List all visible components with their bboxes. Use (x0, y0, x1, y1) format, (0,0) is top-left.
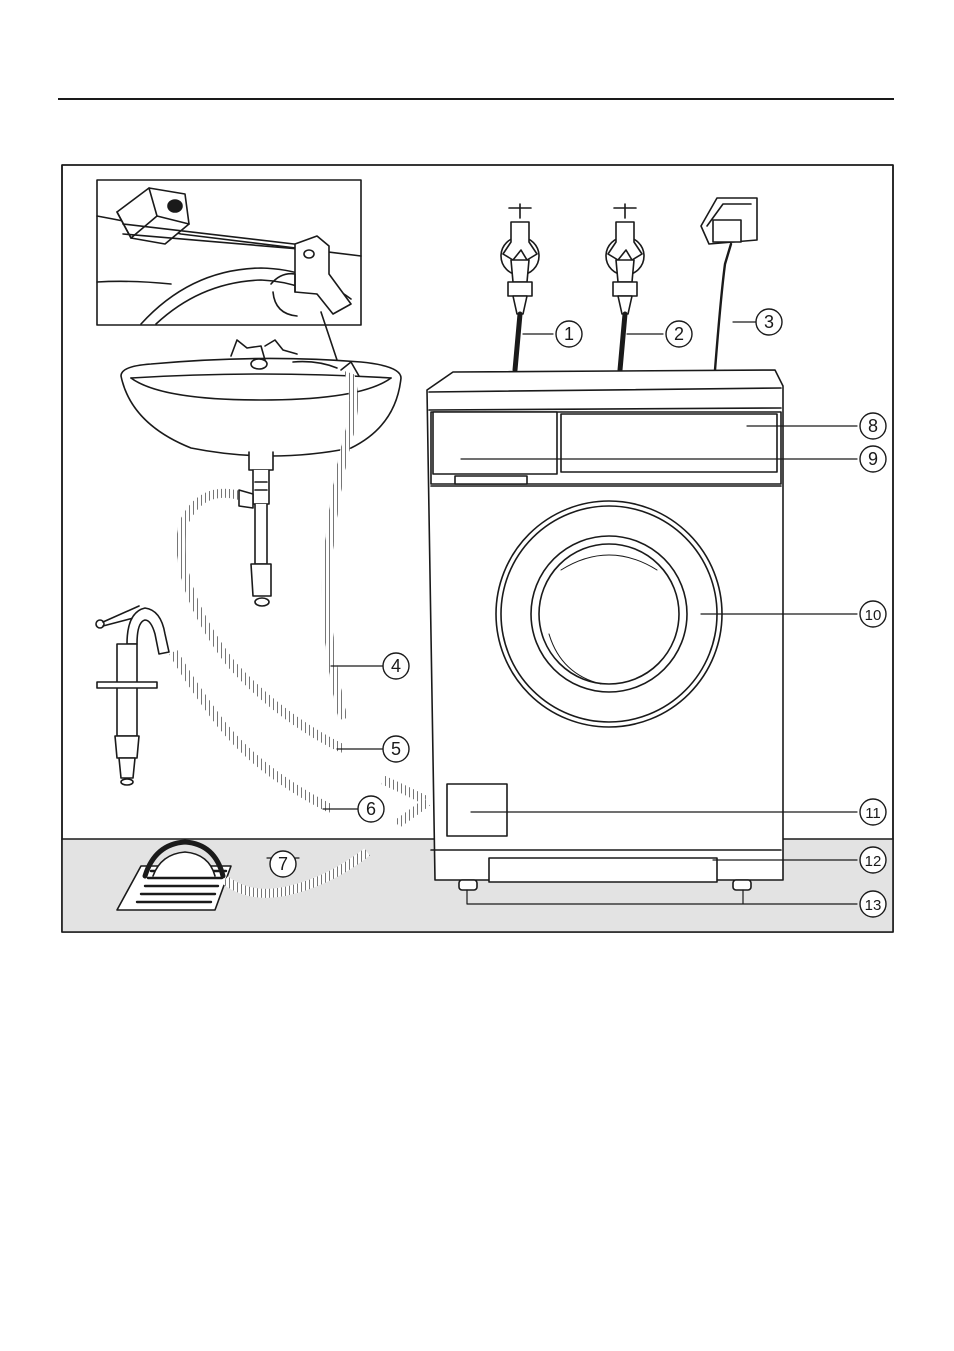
callout-number: 4 (391, 656, 401, 676)
callout-number: 2 (674, 324, 684, 344)
callout-number: 6 (366, 799, 376, 819)
header-rule (58, 98, 894, 100)
callout-number: 10 (865, 607, 882, 624)
callout-number: 11 (865, 805, 881, 822)
callout-9: 9 (860, 446, 886, 472)
callout-7: 7 (270, 851, 296, 877)
callout-number: 1 (564, 324, 574, 344)
plinth (489, 858, 717, 882)
callout-3: 3 (756, 309, 782, 335)
callout-4: 4 (383, 653, 409, 679)
callout-number: 7 (278, 854, 288, 874)
callout-number: 9 (868, 449, 878, 469)
callout-10: 10 (860, 601, 886, 627)
callout-number: 13 (865, 897, 882, 914)
callout-12: 12 (860, 847, 886, 873)
callout-13: 13 (860, 891, 886, 917)
callout-11: 11 (860, 799, 886, 825)
callout-number: 3 (764, 312, 774, 332)
callout-2: 2 (666, 321, 692, 347)
callout-6: 6 (358, 796, 384, 822)
service-flap (447, 784, 507, 836)
sink-hook-detail-inset (97, 180, 361, 325)
foot-right (733, 880, 751, 890)
callout-1: 1 (556, 321, 582, 347)
callout-8: 8 (860, 413, 886, 439)
callout-5: 5 (383, 736, 409, 762)
callout-number: 8 (868, 416, 878, 436)
callout-number: 5 (391, 739, 401, 759)
foot-left (459, 880, 477, 890)
callout-number: 12 (865, 853, 882, 870)
